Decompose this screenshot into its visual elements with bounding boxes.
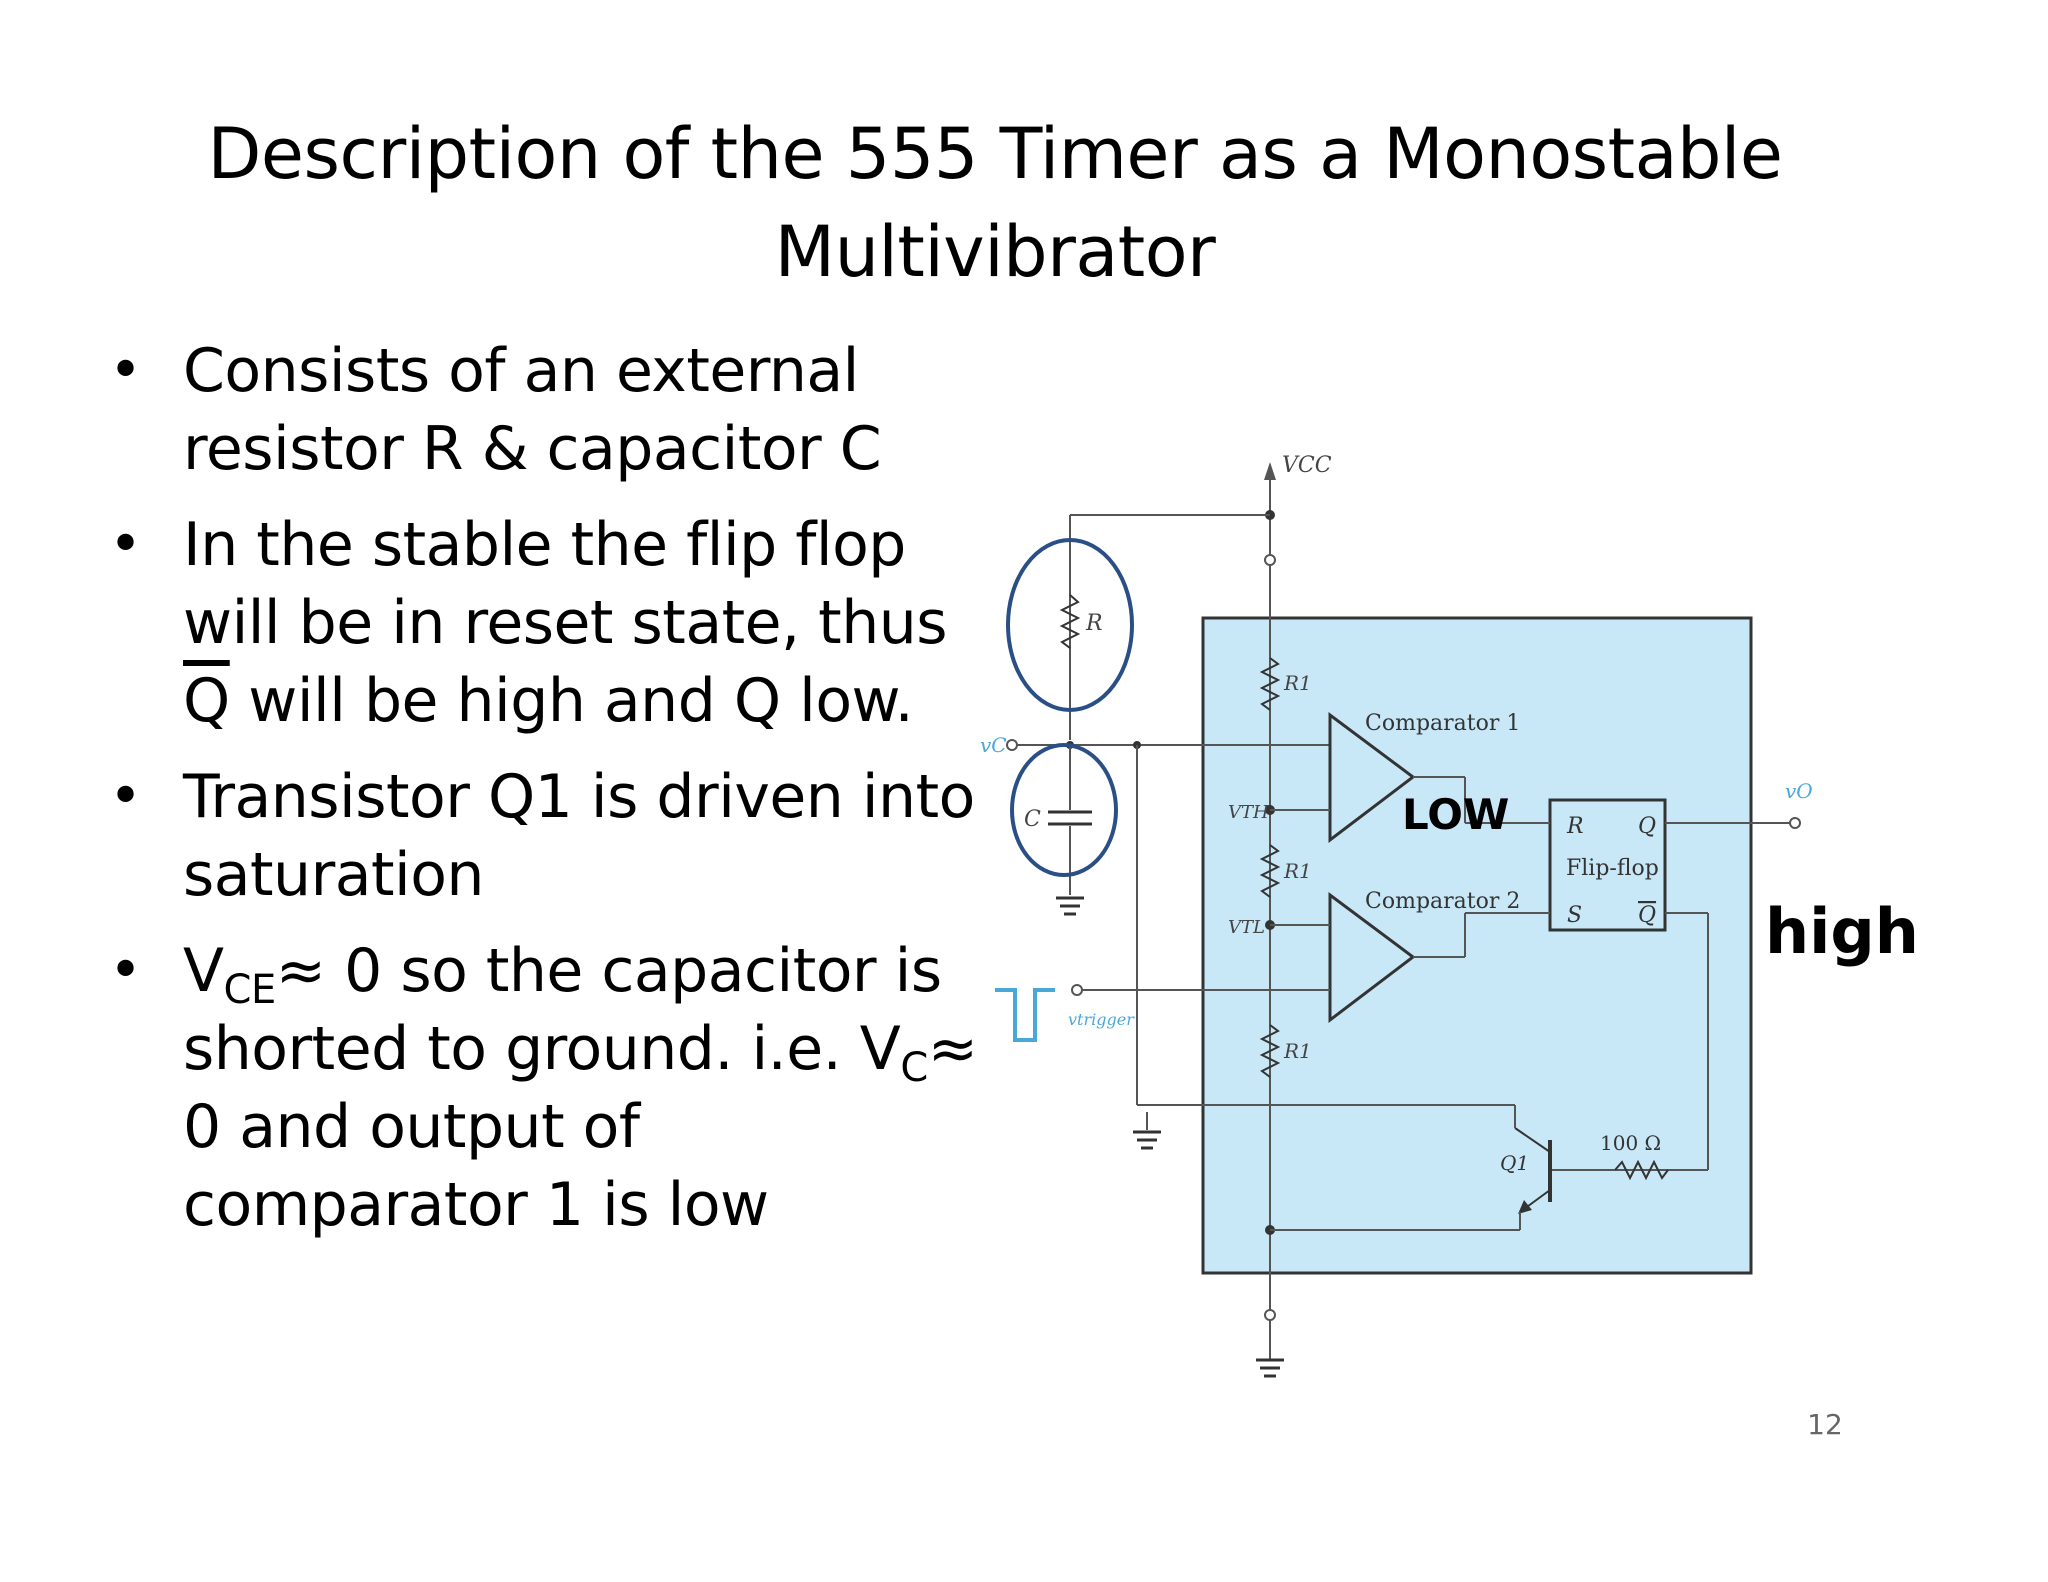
circuit-diagram: VCC R vC C R1 VTH R1 VTL R1 Comparator 1 — [980, 453, 1813, 1378]
bullet-item: • Consists of an external resistor R & c… — [105, 332, 1005, 488]
title-line-1: Description of the 555 Timer as a Monost… — [207, 113, 1783, 195]
bullet-text: comparator 1 is low — [183, 1170, 769, 1240]
vcc-arrow-head — [1264, 462, 1276, 480]
bullet-item: • In the stable the flip flop will be in… — [105, 506, 1005, 740]
r1-mid-label: R1 — [1283, 859, 1312, 883]
c-subscript: C — [900, 1045, 928, 1091]
low-annotation: LOW — [1402, 790, 1510, 839]
bullet-dot: • — [109, 764, 142, 829]
high-annotation: high — [1765, 895, 1919, 968]
r1-top-label: R1 — [1283, 671, 1312, 695]
q-bar: Q — [183, 666, 230, 736]
comparator-2-label: Comparator 2 — [1365, 889, 1520, 914]
ff-q-label: Q — [1638, 814, 1656, 839]
r-label: R — [1085, 611, 1103, 636]
bullet-list: • Consists of an external resistor R & c… — [105, 332, 1005, 1262]
c-label: C — [1024, 807, 1041, 832]
r1-bottom-label: R1 — [1283, 1039, 1312, 1063]
ground-icon — [1133, 1130, 1161, 1150]
r1-bottom-zigzag — [1259, 1024, 1281, 1078]
trigger-pulse — [995, 988, 1055, 1042]
ff-r-label: R — [1566, 814, 1584, 839]
slide-title: Description of the 555 Timer as a Monost… — [0, 105, 1990, 301]
bullet-text: will be in reset state, thus — [183, 588, 948, 658]
res-100-zigzag — [1614, 1159, 1669, 1181]
bullet-text-rest: ≈ 0 so the capacitor is — [275, 936, 942, 1006]
bullet-text: shorted to ground. i.e. VC≈ — [183, 1010, 1005, 1088]
c-highlight-circle — [1010, 743, 1118, 877]
trigger-label: vtrigger — [1068, 1010, 1135, 1029]
r-highlight-circle — [1006, 538, 1134, 712]
ff-qbar-label: Q — [1638, 903, 1656, 928]
approx-symbol: ≈ — [927, 1014, 978, 1084]
title-line-2: Multivibrator — [774, 211, 1216, 293]
bullet-text-rest: will be high and Q low. — [229, 666, 914, 736]
ff-s-label: S — [1567, 903, 1582, 928]
r1-mid-zigzag — [1259, 844, 1281, 898]
bullet-text: Q will be high and Q low. — [183, 662, 1005, 740]
bullet-text: resistor R & capacitor C — [183, 414, 882, 484]
bullet-text: VCE≈ 0 so the capacitor is — [183, 932, 1005, 1010]
bullet-text: Transistor Q1 is driven into — [183, 762, 975, 832]
bullet-text: 0 and output of — [183, 1092, 640, 1162]
bullet-dot: • — [109, 512, 142, 577]
ce-subscript: CE — [223, 967, 277, 1013]
comparator-2 — [1328, 892, 1416, 1024]
vth-label: VTH — [1228, 802, 1269, 823]
bullet-item: • Transistor Q1 is driven into saturatio… — [105, 758, 1005, 914]
r1-top-zigzag — [1259, 657, 1281, 711]
output-pin — [1789, 817, 1801, 829]
vc-label: vC — [980, 733, 1007, 757]
ground-icon — [1256, 1358, 1284, 1378]
v-symbol: V — [183, 936, 224, 1006]
trigger-pin — [1071, 984, 1083, 996]
bullet-item: • VCE≈ 0 so the capacitor is shorted to … — [105, 932, 1005, 1244]
bullet-text: In the stable the flip flop — [183, 510, 906, 580]
q1-label: Q1 — [1500, 1151, 1529, 1175]
bullet-text-pre: shorted to ground. i.e. V — [183, 1014, 901, 1084]
external-r-zigzag — [1059, 594, 1081, 649]
comparator-1 — [1328, 712, 1416, 844]
vcc-label: VCC — [1282, 453, 1332, 478]
q1-collector — [1514, 1127, 1551, 1153]
page-number: 12 — [1807, 1408, 1843, 1441]
bullet-text: saturation — [183, 840, 484, 910]
ff-label: Flip-flop — [1566, 856, 1659, 881]
vo-label: vO — [1785, 779, 1813, 803]
bullet-dot: • — [109, 938, 142, 1003]
ground-icon — [1056, 896, 1084, 916]
ic-box — [1201, 616, 1753, 1275]
bullet-dot: • — [109, 338, 142, 403]
vtl-label: VTL — [1228, 917, 1265, 938]
pin-8 — [1264, 554, 1276, 566]
q1-emitter-arrow — [1518, 1200, 1532, 1214]
bullet-text: Consists of an external — [183, 336, 859, 406]
comparator-1-label: Comparator 1 — [1365, 711, 1520, 736]
flip-flop — [1548, 798, 1667, 932]
vc-pin — [1006, 739, 1018, 751]
res-100-label: 100 Ω — [1600, 1131, 1661, 1155]
pin-1 — [1264, 1309, 1276, 1321]
